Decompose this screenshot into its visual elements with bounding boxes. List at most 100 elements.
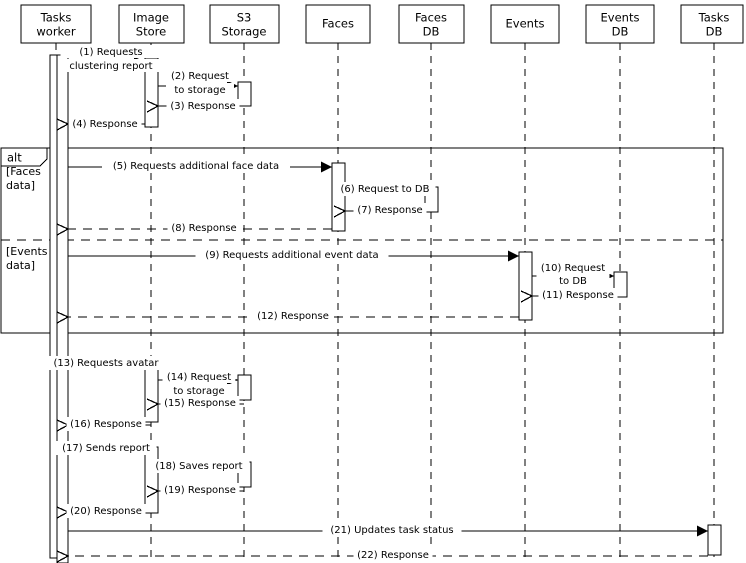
lifeline-head-events[interactable]: Events [490, 4, 560, 44]
act-events-1 [518, 251, 533, 321]
message-6-label: (6) Request to DB [341, 184, 430, 195]
message-19-label-bg [160, 483, 240, 497]
message-9-label-bg [195, 248, 389, 262]
message-9[interactable]: (9) Requests additional event data [68, 248, 519, 262]
lifeline-label-s3-storage-line1: S3 [237, 11, 252, 25]
message-16[interactable]: (16) Response [56, 417, 151, 432]
lifeline-label-faces-db-line1: Faces [415, 11, 447, 25]
message-4-label-bg [68, 117, 142, 131]
message-4-arrowhead-open [56, 118, 70, 131]
act-tasks-db-1 [707, 524, 722, 556]
message-19-label: (19) Response [164, 485, 236, 496]
alt-fragment-tab [0, 147, 48, 167]
message-5[interactable]: (5) Requests additional face data [68, 159, 332, 173]
message-15-label-bg [160, 396, 240, 410]
message-4[interactable]: (4) Response [56, 117, 145, 131]
message-1[interactable]: (1) Requests clustering report [60, 45, 162, 72]
message-14-label-bg-2 [162, 384, 236, 397]
message-14-label-line2: to storage [173, 386, 224, 397]
message-1-label-bg-1 [60, 45, 162, 58]
lifeline-head-box-image-store [118, 4, 185, 44]
message-15-label: (15) Response [164, 398, 236, 409]
message-15[interactable]: (15) Response [146, 396, 244, 411]
lifeline-head-box-tasks-db [680, 4, 744, 44]
message-12[interactable]: (12) Response [56, 309, 519, 324]
lifeline-label-image-store-line1: Image [133, 11, 169, 25]
message-21[interactable]: (21) Updates task status [68, 523, 708, 537]
message-7-label: (7) Response [357, 205, 422, 216]
alt-fragment-operator: alt [7, 151, 22, 165]
lifeline-label-faces: Faces [322, 17, 354, 31]
message-3-arrowhead-open [146, 100, 160, 113]
act-image-store-3 [144, 446, 159, 514]
lifeline-label-events-db-line1: Events [601, 11, 640, 25]
act-tasks-worker-inner [56, 54, 69, 563]
message-22-label: (22) Response [357, 550, 429, 561]
message-17[interactable]: (17) Sends report [55, 441, 157, 455]
message-1-label-line2: clustering report [69, 61, 152, 72]
message-19[interactable]: (19) Response [146, 483, 244, 498]
message-19-arrowhead-open [146, 485, 160, 498]
message-2-label-bg-1 [166, 69, 234, 82]
message-18-label: (18) Saves report [155, 461, 242, 472]
message-14-label-line1: (14) Request [167, 372, 231, 383]
message-8-label: (8) Response [171, 223, 236, 234]
message-16-label: (16) Response [70, 419, 142, 430]
message-12-label: (12) Response [257, 311, 329, 322]
message-5-arrowhead-filled [321, 161, 332, 173]
message-11-label: (11) Response [542, 290, 614, 301]
message-22-label-bg [353, 548, 433, 562]
message-2[interactable]: (2) Request to storage [158, 69, 238, 96]
message-16-label-bg [66, 417, 146, 431]
message-9-arrowhead-filled [508, 250, 519, 262]
lifeline-head-box-faces-db [398, 4, 465, 44]
message-17-label-bg [55, 441, 157, 455]
message-20-label: (20) Response [70, 506, 142, 517]
message-14[interactable]: (14) Request to storage [158, 370, 238, 397]
message-18-label-bg [148, 459, 250, 473]
message-11[interactable]: (11) Response [520, 288, 618, 303]
lifeline-head-box-events-db [585, 4, 655, 44]
lifeline-label-s3-storage-line2: Storage [222, 25, 267, 39]
message-4-label: (4) Response [72, 119, 137, 130]
guard-faces-line2: data] [6, 179, 35, 192]
lifeline-head-faces[interactable]: Faces [305, 4, 371, 44]
guard-events-line1: [Events [6, 245, 48, 258]
messages-layer: (1) Requests clustering report (2) Request… [47, 45, 708, 563]
lifeline-head-box-events [490, 4, 560, 44]
message-21-label-bg [322, 523, 462, 537]
message-2-label-line1: (2) Request [171, 71, 229, 82]
message-3[interactable]: (3) Response [146, 99, 240, 113]
message-10-label-bg-2 [536, 274, 610, 287]
message-11-arrowhead-open [520, 290, 534, 303]
message-8[interactable]: (8) Response [56, 221, 332, 236]
message-7-label-bg [353, 203, 427, 217]
message-2-label-line2: to storage [174, 85, 225, 96]
message-18[interactable]: (18) Saves report [148, 459, 250, 473]
message-13[interactable]: (13) Requests avatar [47, 356, 165, 370]
act-faces-1 [331, 162, 346, 232]
message-13-label: (13) Requests avatar [53, 358, 159, 369]
message-13-label-bg [47, 356, 165, 370]
message-1-label-line1: (1) Requests [79, 47, 142, 58]
message-22[interactable]: (22) Response [56, 548, 708, 563]
message-7[interactable]: (7) Response [333, 203, 427, 218]
message-6[interactable]: (6) Request to DB [334, 182, 436, 196]
message-5-label: (5) Requests additional face data [113, 161, 279, 172]
message-14-label-bg-1 [162, 370, 236, 383]
lifeline-label-tasks-db-line1: Tasks [698, 11, 730, 25]
lifeline-label-faces-db-line2: DB [423, 25, 440, 39]
message-11-label-bg [538, 288, 618, 302]
lifeline-head-box-s3-storage [209, 4, 280, 44]
message-7-arrowhead-open [333, 205, 347, 218]
message-20[interactable]: (20) Response [56, 504, 146, 519]
